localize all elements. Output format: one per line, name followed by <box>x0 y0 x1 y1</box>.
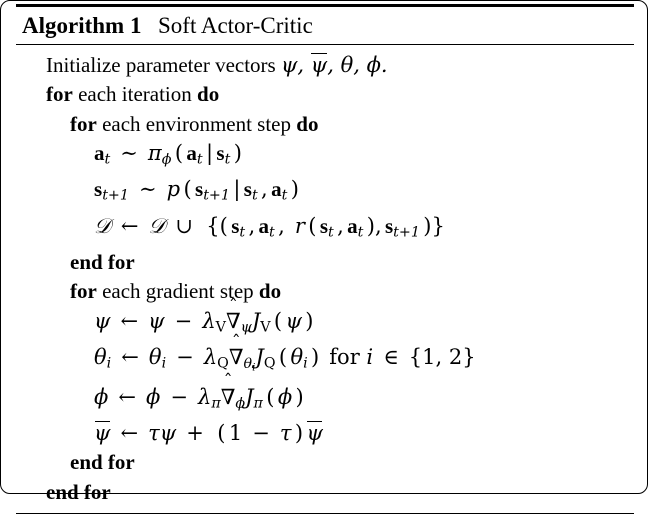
keyword-for: for <box>70 279 97 304</box>
algorithm-title: Algorithm 1 Soft Actor-Critic <box>16 7 634 44</box>
psi-bar-symbol: ψ <box>310 52 328 77</box>
line-sample-next-state: st+1 ∼ p(st+1|st,at) <box>94 177 299 205</box>
line-replay-buffer: 𝒟 ← 𝒟 ∪ {(st,at, r(st,at),st+1)} <box>94 213 445 241</box>
line-end-for-iteration: end for <box>16 478 634 508</box>
elem-operator: ∈ <box>383 345 399 370</box>
line-end-for-env-step: end for <box>16 248 634 278</box>
line-for-env-step: for each environment step do <box>70 111 319 136</box>
plus-operator: + <box>186 420 204 445</box>
keyword-end-for: end for <box>70 450 135 475</box>
line-initialize-text: Initialize parameter vectors <box>46 52 276 77</box>
keyword-for: for <box>70 111 97 136</box>
state-symbol: s <box>94 177 103 202</box>
keyword-for: for <box>46 82 73 107</box>
nabla-hat-symbol: ˆ∇ <box>225 295 241 333</box>
assign-operator: ← <box>120 213 139 238</box>
assign-operator: ← <box>120 308 139 333</box>
sim-operator: ∼ <box>139 177 157 202</box>
line-end-for-gradient-step: end for <box>16 448 634 478</box>
nabla-hat-symbol: ˆ∇ <box>220 371 236 409</box>
psi-bar-symbol: ψ <box>306 420 323 445</box>
line-for-iteration: for each iteration do <box>46 82 220 107</box>
keyword-do: do <box>296 111 319 136</box>
keyword-end-for: end for <box>70 249 135 274</box>
sim-operator: ∼ <box>120 141 138 166</box>
algorithm-body: Initialize parameter vectors ψ, ψ, θ, ϕ.… <box>16 45 634 513</box>
keyword-end-for: end for <box>46 479 111 504</box>
minus-operator: − <box>176 345 194 370</box>
dataset-symbol: 𝒟 <box>148 213 166 238</box>
psi-bar-symbol: ψ <box>94 420 111 445</box>
line-for-gradient-step: for each gradient step do <box>70 279 282 304</box>
algorithm-block: Algorithm 1 Soft Actor-Critic Initialize… <box>16 4 634 514</box>
assign-operator: ← <box>118 384 136 409</box>
minus-operator: − <box>174 308 193 333</box>
line-initialize-math: ψ, ψ, θ, ϕ. <box>281 53 388 77</box>
minus-operator: − <box>170 384 188 409</box>
assign-operator: ← <box>121 345 139 370</box>
keyword-do: do <box>258 279 282 304</box>
assign-operator: ← <box>120 420 139 445</box>
union-operator: ∪ <box>175 213 193 238</box>
action-symbol: a <box>94 141 105 166</box>
algorithm-title-keyword: Algorithm 1 <box>22 13 142 38</box>
line-initialize: Initialize parameter vectors ψ, ψ, θ, ϕ. <box>16 51 634 81</box>
line-update-target: ψ ← τψ + (1 − τ)ψ <box>16 419 634 449</box>
keyword-do: do <box>197 82 220 107</box>
algorithm-title-name: Soft Actor-Critic <box>158 13 313 38</box>
rule-top <box>16 4 634 7</box>
line-sample-action: at ∼ πϕ(at|st) <box>94 141 242 168</box>
nabla-hat-symbol: ˆ∇ <box>228 331 244 370</box>
minus-operator: − <box>252 420 270 445</box>
for-connector: for <box>329 345 360 370</box>
rule-under-title <box>16 43 634 45</box>
dataset-symbol: 𝒟 <box>94 213 111 238</box>
page-frame <box>0 0 648 494</box>
